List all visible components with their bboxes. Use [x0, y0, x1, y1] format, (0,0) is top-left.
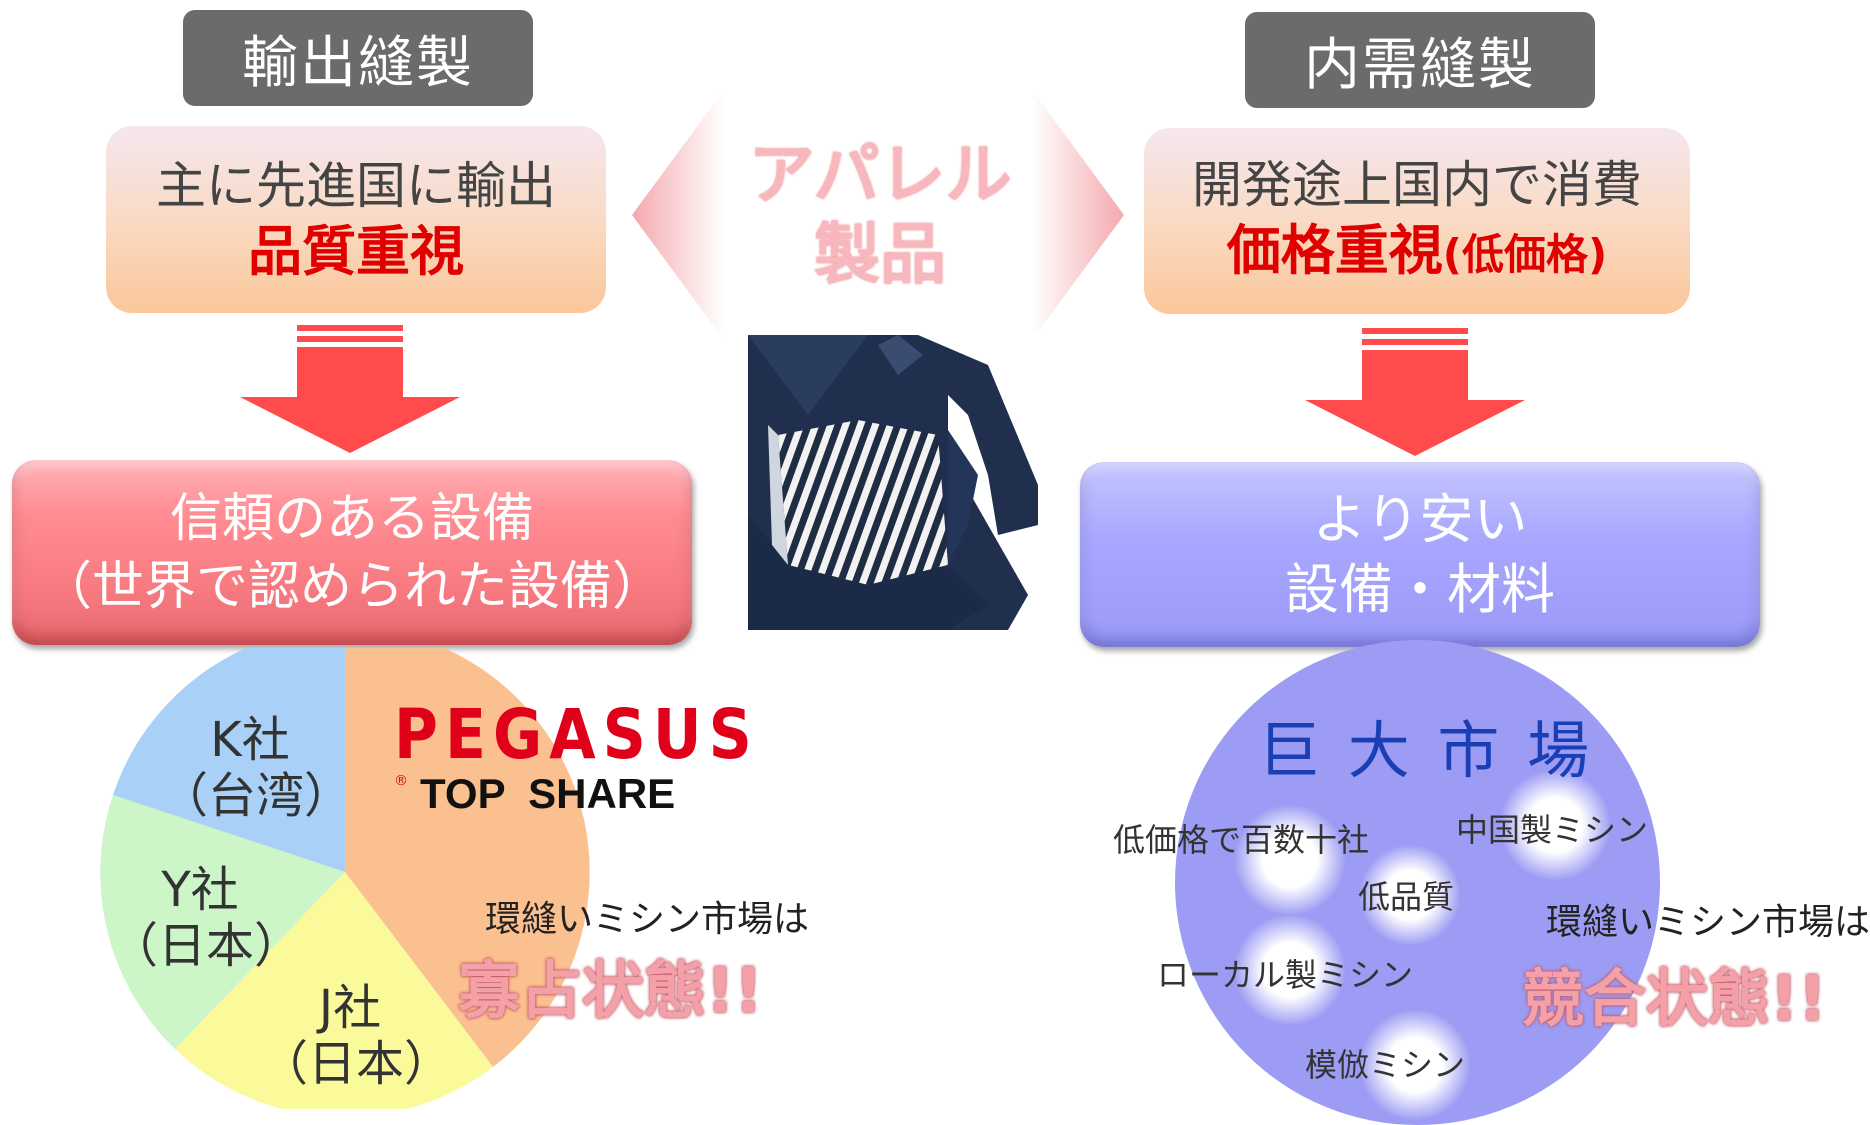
- price-focus-text: 価格重視: [1226, 219, 1443, 282]
- registered-mark: ®: [394, 773, 408, 789]
- domestic-sewing-tag: 内需縫製: [1245, 12, 1595, 108]
- top-share-label: TOP SHARE: [420, 770, 676, 817]
- imitation-machines-text: 模倣ミシン: [1305, 1046, 1466, 1084]
- chinese-machines-text: 中国製ミシン: [1456, 811, 1649, 849]
- j-company-slice: [175, 872, 493, 1109]
- domestic-market-box: 開発途上国内で消費 価格重視(低価格): [1144, 128, 1690, 314]
- reliable-equipment-box: 信頼のある設備 （世界で認められた設備）: [12, 460, 692, 645]
- glow-dot: [1360, 1010, 1470, 1120]
- glow-dot: [1235, 805, 1345, 915]
- export-sewing-tag: 輸出縫製: [183, 10, 533, 106]
- products-text: 製品: [814, 216, 946, 293]
- pegasus-slice: [345, 648, 590, 1067]
- y-company-slice: [100, 795, 345, 1049]
- apparel-text: アパレル: [748, 136, 1012, 213]
- glow-dot: [1235, 915, 1345, 1025]
- pegasus-logo: PEGASUS®: [394, 695, 752, 789]
- y-company-label: Y社 （日本）: [110, 862, 303, 974]
- k-company-country: （台湾）: [160, 768, 353, 824]
- local-machines-text: ローカル製ミシン: [1157, 956, 1414, 994]
- apparel-products-title: アパレル 製品: [740, 135, 1020, 295]
- pegasus-wordmark: PEGASUS: [394, 694, 759, 776]
- low-quality-text: 低品質: [1358, 878, 1455, 916]
- quality-focus-text: 品質重視: [248, 219, 464, 283]
- low-price-text: (低価格): [1442, 230, 1608, 279]
- domestic-consumption-text: 開発途上国内で消費: [1192, 156, 1642, 214]
- k-company-slice: [113, 648, 345, 872]
- y-company-country: （日本）: [110, 918, 303, 974]
- export-destination-text: 主に先進国に輸出: [156, 156, 556, 215]
- world-recognized-text: （世界で認められた設備）: [39, 556, 664, 617]
- export-market-box: 主に先進国に輸出 品質重視: [106, 126, 606, 313]
- y-company-name: Y社: [161, 862, 239, 918]
- right-pointing-arrow: [1032, 90, 1124, 340]
- glow-dot: [1360, 845, 1460, 945]
- right-market-text: 環縫いミシン市場は: [1546, 902, 1870, 943]
- oligopoly-state-text: 寡占状態!!: [458, 954, 763, 1027]
- left-down-arrow: [240, 325, 460, 453]
- huge-market-circle: [1175, 640, 1660, 1125]
- low-price-companies-text: 低価格で百数十社: [1113, 821, 1370, 859]
- j-company-country: （日本）: [260, 1036, 453, 1092]
- cheaper-equipment-box: より安い 設備・材料: [1080, 462, 1760, 647]
- reliable-equipment-title: 信頼のある設備: [169, 488, 534, 549]
- huge-market-title: 巨 大 市 場: [1258, 714, 1594, 787]
- j-company-label: J社 （日本）: [260, 980, 453, 1092]
- price-focus-line: 価格重視(低価格): [1227, 217, 1607, 289]
- equipment-materials-text: 設備・材料: [1285, 557, 1555, 621]
- glow-dot: [1500, 770, 1610, 880]
- j-company-name: J社: [318, 980, 382, 1036]
- market-share-pie: [100, 648, 590, 1109]
- right-down-arrow: [1305, 328, 1525, 456]
- cardigan-photo: [748, 335, 1038, 630]
- competitive-state-text: 競合状態!!: [1522, 962, 1827, 1035]
- k-company-label: K社 （台湾）: [160, 712, 353, 824]
- k-company-name: K社: [210, 712, 290, 768]
- left-market-text: 環縫いミシン市場は: [485, 899, 810, 940]
- cheaper-title: より安い: [1312, 487, 1528, 551]
- left-pointing-arrow: [632, 90, 724, 340]
